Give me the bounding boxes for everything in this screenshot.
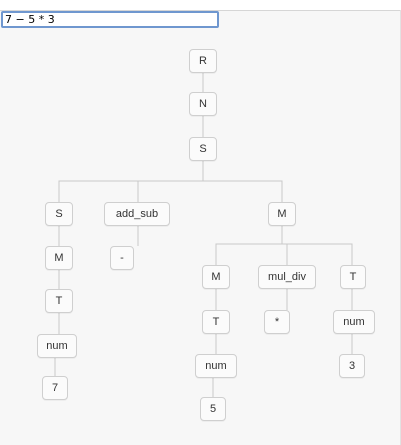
tree-node[interactable]: S <box>189 137 217 161</box>
tree-node[interactable]: mul_div <box>258 265 316 289</box>
tree-node[interactable]: - <box>110 246 134 270</box>
tree-node[interactable]: M <box>45 246 73 270</box>
tree-node[interactable]: T <box>45 289 73 313</box>
tree-node[interactable]: num <box>195 354 237 378</box>
tree-node[interactable]: T <box>202 310 230 334</box>
tree-node[interactable]: T <box>340 265 366 289</box>
tree-node[interactable]: N <box>189 92 217 116</box>
tree-node[interactable]: S <box>45 202 73 226</box>
tree-node[interactable]: 3 <box>339 354 365 378</box>
tree-node[interactable]: 7 <box>42 376 68 400</box>
tree-node[interactable]: M <box>268 202 296 226</box>
tree-node[interactable]: num <box>333 310 375 334</box>
tree-node[interactable]: R <box>189 49 217 73</box>
tree-node[interactable]: num <box>37 334 77 358</box>
top-toolbar <box>0 0 401 11</box>
tree-node[interactable]: * <box>264 310 290 334</box>
tree-node[interactable]: M <box>202 265 230 289</box>
expression-input[interactable] <box>1 11 219 28</box>
tree-node[interactable]: 5 <box>200 397 226 421</box>
tree-node[interactable]: add_sub <box>104 202 170 226</box>
